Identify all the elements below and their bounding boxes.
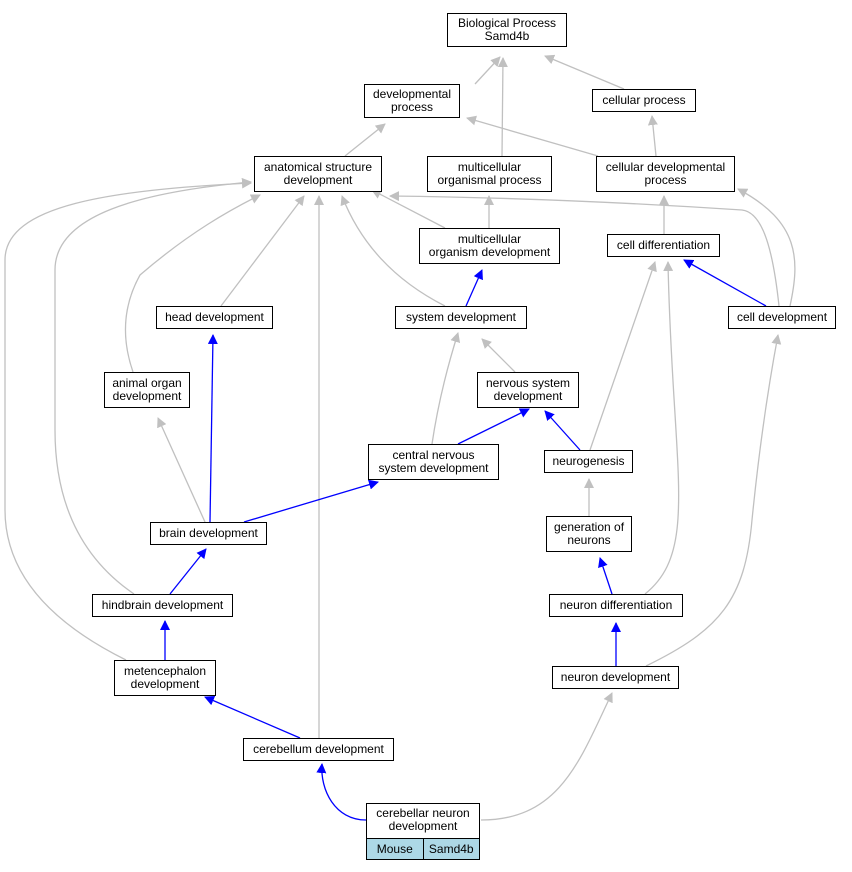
node-cell-differentiation[interactable]: cell differentiation [607,234,720,257]
gene-cell[interactable]: Samd4b [422,839,479,859]
node-multicellular-organism-development[interactable]: multicellular organism development [419,228,560,264]
node-system-development[interactable]: system development [395,306,527,329]
node-label-line: metencephalon [123,664,207,678]
node-neuron-development[interactable]: neuron development [552,666,679,689]
node-label-line: development [130,677,200,691]
node-label-line: development [388,818,458,833]
node-label-line: process [644,173,687,187]
edge-brain-to-organ [157,417,206,523]
edge-head-to-anat [220,195,305,307]
node-label-line: developmental [372,87,452,101]
edge-celldev-to-celldevproc [737,188,796,307]
node-label-line: neuron differentiation [559,598,673,612]
species-cell[interactable]: Mouse [367,839,423,859]
node-label-line: development [283,173,353,187]
edge-celldevproc-to-cellproc [647,115,658,157]
node-metencephalon-development[interactable]: metencephalon development [114,660,216,696]
edge-multi-proc-to-bp [497,57,508,157]
node-animal-organ-development[interactable]: animal organ development [104,372,190,408]
edge-celldev-to-anat [389,191,780,307]
edge-dev-to-bp [474,56,501,85]
node-label-line: brain development [159,526,258,540]
edge-anat-to-dev [344,123,386,157]
edge-nerv-to-sys [481,338,516,373]
edge-neurogen-to-celldiff [589,261,657,451]
node-label-line: multicellular [457,160,522,174]
node-multicellular-organismal-process[interactable]: multicellular organismal process [427,156,552,192]
node-brain-development[interactable]: brain development [150,522,267,545]
node-cerebellar-neuron-development[interactable]: cerebellar neuron development Mouse Samd… [366,803,480,860]
edge-cns-to-sys [431,332,461,445]
node-label-line: hindbrain development [101,598,224,612]
node-anatomical-structure-development[interactable]: anatomical structure development [254,156,382,192]
node-label-line: cerebellar neuron [376,805,470,820]
node-label-line: system development [405,310,517,324]
node-label-line: Biological Process [457,16,557,30]
node-label-line: development [112,389,182,403]
node-label-line: neuron development [560,670,671,684]
edge-meten-to-anat [4,178,252,661]
node-label-line: cell development [736,310,828,324]
edge-neurondiff-to-gen [598,557,613,595]
node-label-line: nervous system [485,376,571,390]
edge-sys-to-anat [340,195,446,307]
node-label-line: cell differentiation [616,238,711,252]
node-cellular-process[interactable]: cellular process [592,89,696,112]
edge-neurogen-to-nerv [544,410,581,451]
node-label-line: head development [165,310,264,324]
node-label-line: system development [378,461,489,475]
edge-brain-to-head [207,334,218,523]
node-label-line: development [493,389,563,403]
edge-cellproc-to-bp [544,54,625,90]
edge-neurondiff-to-celldiff [644,261,680,595]
node-label-line: cellular process [602,93,686,107]
node-neurogenesis[interactable]: neurogenesis [544,450,633,473]
node-generation-of-neurons[interactable]: generation of neurons [546,516,632,552]
node-label-line: generation of [553,520,625,534]
edge-neurondev-to-celldev [645,334,782,667]
edge-organ-to-anat [124,194,261,373]
edge-hindbrain-to-anat [54,177,252,595]
node-label-line: neurogenesis [552,454,625,468]
node-label-line: Samd4b [484,29,530,43]
node-label-line: neurons [567,533,611,547]
edge-celldev-to-celldiff [683,259,767,307]
edge-multiorg-to-anat [371,189,446,229]
node-label-line: multicellular [457,232,522,246]
edge-cns-to-nerv [457,408,530,445]
node-label-line: anatomical structure [263,160,373,174]
node-label-line: central nervous [392,448,475,462]
node-hindbrain-development[interactable]: hindbrain development [92,594,233,617]
edge-cereb-to-meten [204,695,301,739]
annotation-row: Mouse Samd4b [367,838,479,859]
edge-celldevproc-to-dev [466,115,599,157]
edge-leaf-to-neurondev [480,692,613,821]
edge-sys-to-multiorg [465,269,483,307]
node-neuron-differentiation[interactable]: neuron differentiation [549,594,683,617]
edge-hindbrain-to-brain [169,548,207,595]
edge-brain-to-cns [243,479,379,523]
node-biological-process[interactable]: Biological Process Samd4b [447,13,567,47]
node-nervous-system-development[interactable]: nervous system development [477,372,579,408]
node-label-line: animal organ [112,376,182,390]
node-central-nervous-system-development[interactable]: central nervous system development [368,444,499,480]
node-developmental-process[interactable]: developmental process [364,84,460,118]
node-label-line: organismal process [437,173,542,187]
node-label-line: cerebellum development [253,742,384,756]
node-cellular-developmental-process[interactable]: cellular developmental process [596,156,735,192]
edge-leaf-to-cereb [316,763,367,821]
node-cerebellum-development[interactable]: cerebellum development [243,738,394,761]
node-cell-development[interactable]: cell development [728,306,836,329]
node-label-line: organism development [428,245,551,259]
node-head-development[interactable]: head development [156,306,273,329]
node-label-line: process [390,100,434,114]
node-label-line: cellular developmental [605,160,726,174]
leaf-title: cerebellar neuron development [367,804,479,835]
